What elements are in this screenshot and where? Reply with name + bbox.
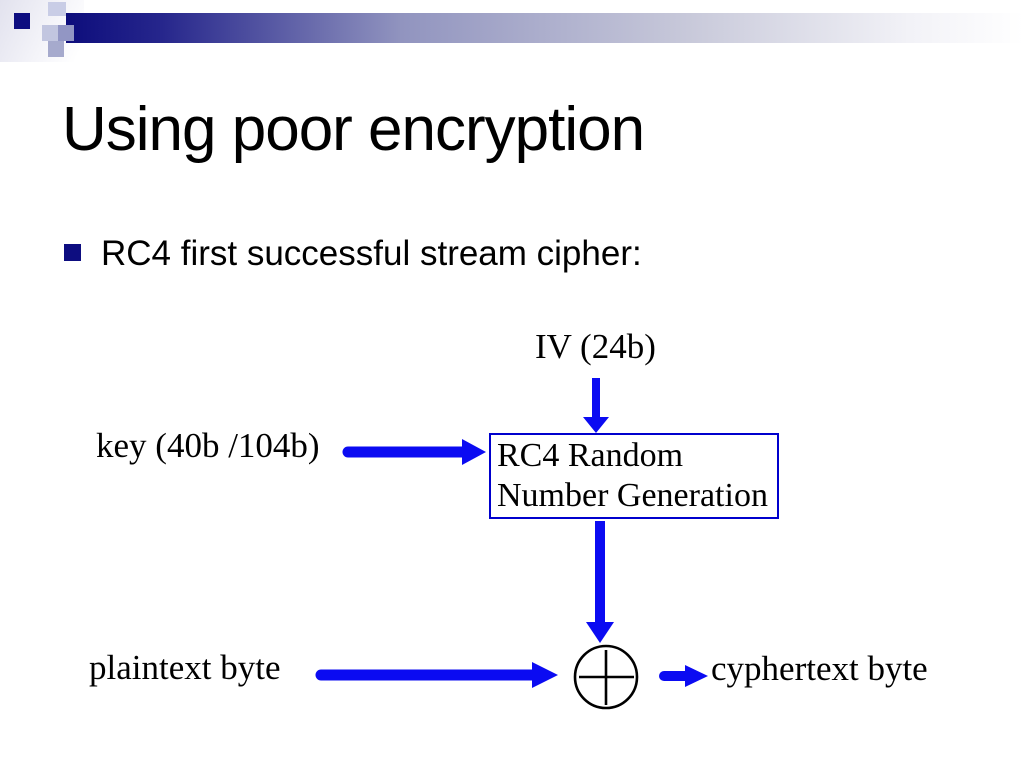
header-gradient-bar	[66, 13, 1024, 43]
key-arrow-head	[462, 439, 486, 465]
iv-label: IV (24b)	[535, 327, 656, 366]
rc4-rng-box-line1: RC4 Random	[497, 437, 684, 474]
bullet-text: RC4 first successful stream cipher:	[101, 234, 642, 273]
decor-square-medium	[58, 25, 74, 41]
rc4-rng-box: RC4 Random Number Generation	[489, 433, 779, 519]
rng-output-arrow-head	[586, 622, 614, 643]
cyphertext-arrow-head	[685, 665, 708, 687]
rc4-rng-box-line2: Number Generation	[497, 477, 768, 514]
key-label: key (40b /104b)	[96, 426, 320, 465]
plaintext-label: plaintext byte	[89, 648, 281, 687]
decor-square-light-mid	[42, 25, 58, 41]
decor-square-light-top	[48, 2, 66, 16]
plaintext-arrow-head	[532, 662, 558, 688]
iv-arrow-head	[583, 417, 609, 433]
decor-square-bottom	[48, 41, 64, 57]
bullet-square-icon	[64, 244, 81, 261]
decor-square-navy	[14, 13, 30, 29]
slide-title: Using poor encryption	[62, 95, 645, 164]
cyphertext-label: cyphertext byte	[711, 649, 928, 688]
